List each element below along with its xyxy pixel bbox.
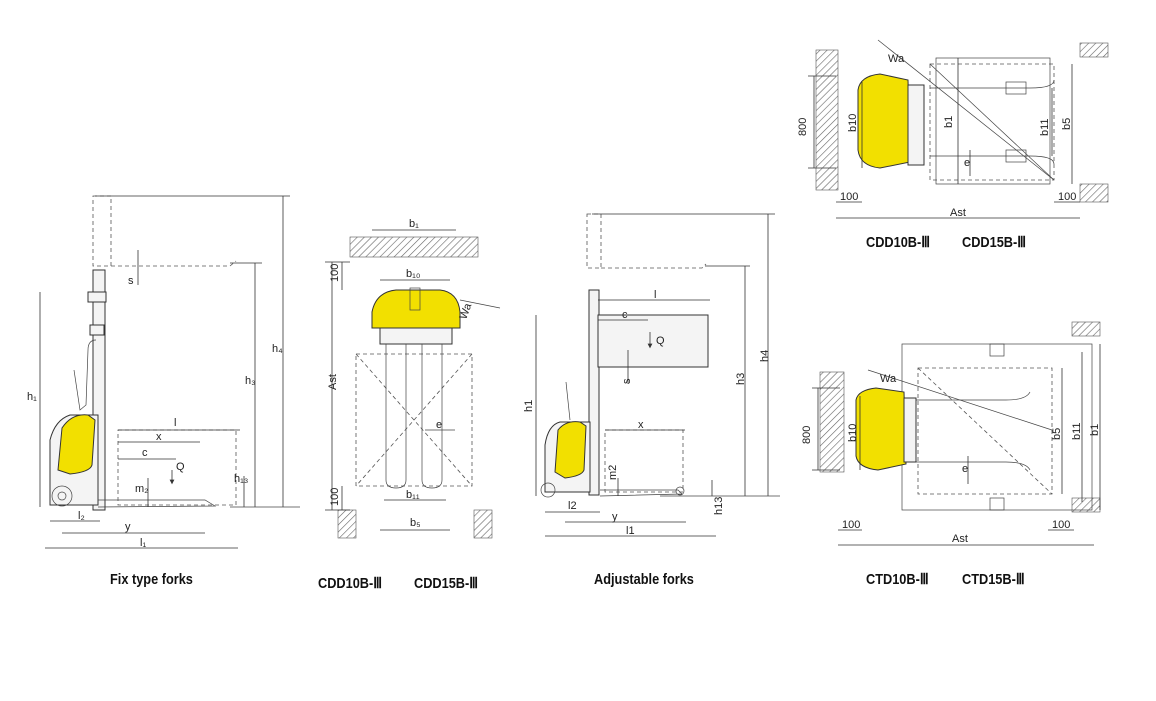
- caption-fix-type-forks: Fix type forks: [110, 571, 193, 588]
- front-label-b5: b₅: [410, 517, 421, 529]
- front-label-e: e: [436, 419, 442, 431]
- ctd-label-b1: b1: [1089, 424, 1101, 436]
- adj-label-l: l: [654, 289, 656, 301]
- front-label-b11: b₁₁: [406, 489, 420, 501]
- adj-label-h4: h4: [759, 350, 771, 362]
- fix-label-y: y: [125, 521, 131, 533]
- cdd-top-label-e: e: [964, 157, 970, 169]
- cdd-top-label-100-right: 100: [1058, 191, 1076, 203]
- ctd-label-ast: Ast: [952, 533, 968, 545]
- cdd-top-view: [808, 39, 1109, 219]
- ctd-label-wa: Wa: [880, 373, 897, 385]
- fix-label-c: c: [142, 447, 148, 459]
- cdd-top-label-b1: b1: [943, 116, 955, 128]
- adj-label-h3: h3: [735, 373, 747, 385]
- cdd-front-view: [325, 229, 501, 539]
- adj-label-l1: l1: [626, 525, 635, 537]
- cdd-top-label-b11: b11: [1039, 118, 1051, 136]
- cdd-top-label-b5: b5: [1061, 118, 1073, 130]
- adj-label-y: y: [612, 511, 618, 523]
- ctd-top-view: [812, 321, 1101, 546]
- ctd-label-800: 800: [801, 426, 813, 444]
- fix-type-forks-view: [39, 195, 300, 549]
- ctd-label-b10: b10: [847, 424, 859, 442]
- ctd-label-b5: b5: [1051, 428, 1063, 440]
- cdd-top-label-800: 800: [797, 118, 809, 136]
- fix-label-m2: m₂: [135, 483, 148, 495]
- fix-label-l2: l₂: [78, 510, 85, 522]
- cdd-top-label-100-left: 100: [840, 191, 858, 203]
- caption-cdd10b-top: CDD10B-Ⅲ: [866, 234, 931, 251]
- adj-label-q: Q: [656, 335, 665, 347]
- fix-label-l: l: [174, 417, 176, 429]
- caption-cdd15b-top: CDD15B-Ⅲ: [962, 234, 1027, 251]
- ctd-label-b11: b11: [1071, 422, 1083, 440]
- ctd-label-100-left: 100: [842, 519, 860, 531]
- adj-label-l2: l2: [568, 500, 577, 512]
- adj-label-m2: m2: [607, 465, 619, 480]
- adj-label-s: s: [621, 378, 633, 384]
- cdd-top-label-ast: Ast: [950, 207, 966, 219]
- fix-label-h1: h₁: [27, 391, 37, 403]
- fix-label-s: s: [128, 275, 134, 287]
- adj-label-h13: h13: [713, 497, 725, 515]
- adj-label-x: x: [638, 419, 644, 431]
- cdd-top-label-b10: b10: [847, 114, 859, 132]
- caption-ctd15b: CTD15B-Ⅲ: [962, 571, 1025, 588]
- adj-label-h1: h1: [523, 400, 535, 412]
- caption-ctd10b: CTD10B-Ⅲ: [866, 571, 929, 588]
- fix-label-h3: h₃: [245, 375, 256, 387]
- ctd-label-e: e: [962, 463, 968, 475]
- front-label-100-top: 100: [329, 264, 341, 282]
- fix-label-l1: l₁: [140, 537, 146, 549]
- fix-label-q: Q: [176, 461, 185, 473]
- ctd-label-100-right: 100: [1052, 519, 1070, 531]
- adj-label-c: c: [622, 309, 628, 321]
- cdd-top-label-wa: Wa: [888, 53, 905, 65]
- caption-cdd15b-side: CDD15B-Ⅲ: [414, 575, 479, 592]
- front-label-b10: b₁₀: [406, 268, 420, 280]
- adjustable-forks-view: [535, 213, 780, 537]
- front-label-b1: b₁: [409, 218, 419, 230]
- front-label-ast: Ast: [327, 374, 339, 390]
- front-label-100-bottom: 100: [329, 488, 341, 506]
- fix-label-h4: h₄: [272, 343, 283, 355]
- caption-cdd10b-side: CDD10B-Ⅲ: [318, 575, 383, 592]
- caption-adjustable-forks: Adjustable forks: [594, 571, 694, 588]
- front-label-wa: Wa: [458, 301, 475, 321]
- fix-label-x: x: [156, 431, 162, 443]
- fix-label-h13: h₁₃: [234, 473, 248, 485]
